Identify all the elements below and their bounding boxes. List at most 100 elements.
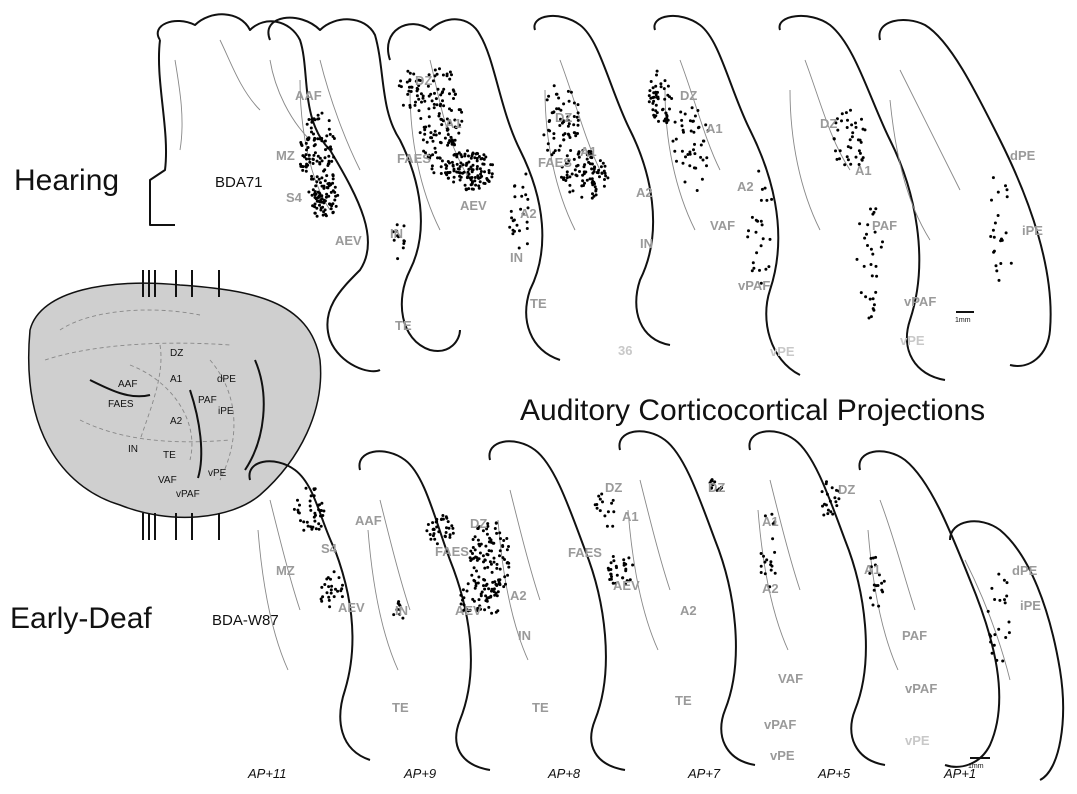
labeled-neuron-dot xyxy=(432,79,435,82)
labeled-neuron-dot xyxy=(697,126,700,129)
labeled-neuron-dot xyxy=(554,149,557,152)
labeled-neuron-dot xyxy=(324,140,327,143)
labeled-neuron-dot xyxy=(436,156,439,159)
labeled-neuron-dot xyxy=(416,88,419,91)
labeled-neuron-dot xyxy=(769,238,772,241)
labeled-neuron-dot xyxy=(548,120,551,123)
labeled-neuron-dot xyxy=(324,156,327,159)
h-s3-te: TE xyxy=(530,296,547,311)
labeled-neuron-dot xyxy=(320,600,323,603)
labeled-neuron-dot xyxy=(445,167,448,170)
labeled-neuron-dot xyxy=(673,150,676,153)
labeled-neuron-dot xyxy=(513,195,516,198)
labeled-neuron-dot xyxy=(317,155,320,158)
labeled-neuron-dot xyxy=(448,536,451,539)
labeled-neuron-dot xyxy=(679,111,682,114)
labeled-neuron-dot xyxy=(825,480,828,483)
labeled-neuron-dot xyxy=(490,541,493,544)
labeled-neuron-dot xyxy=(854,122,857,125)
ap-label-5: AP+5 xyxy=(817,766,851,781)
labeled-neuron-dot xyxy=(599,509,602,512)
labeled-neuron-dot xyxy=(656,70,659,73)
h-s4-a2: A2 xyxy=(737,179,754,194)
labeled-neuron-dot xyxy=(458,168,461,171)
labeled-neuron-dot xyxy=(470,166,473,169)
labeled-neuron-dot xyxy=(847,158,850,161)
labeled-neuron-dot xyxy=(486,566,489,569)
labeled-neuron-dot xyxy=(493,594,496,597)
labeled-neuron-dot xyxy=(328,184,331,187)
labeled-neuron-dot xyxy=(418,109,421,112)
labeled-neuron-dot xyxy=(460,111,463,114)
labeled-neuron-dot xyxy=(871,274,874,277)
labeled-neuron-dot xyxy=(314,212,317,215)
labeled-neuron-dot xyxy=(482,554,485,557)
labeled-neuron-dot xyxy=(601,172,604,175)
labeled-neuron-dot xyxy=(474,556,477,559)
labeled-neuron-dot xyxy=(659,82,662,85)
labeled-neuron-dot xyxy=(440,118,443,121)
d-s4-a2: A2 xyxy=(762,581,779,596)
labeled-neuron-dot xyxy=(859,139,862,142)
labeled-neuron-dot xyxy=(319,509,322,512)
labeled-neuron-dot xyxy=(591,163,594,166)
labeled-neuron-dot xyxy=(419,117,422,120)
labeled-neuron-dot xyxy=(302,529,305,532)
labeled-neuron-dot xyxy=(993,598,996,601)
labeled-neuron-dot xyxy=(751,216,754,219)
labeled-neuron-dot xyxy=(875,275,878,278)
labeled-neuron-dot xyxy=(317,522,320,525)
labeled-neuron-dot xyxy=(666,94,669,97)
labeled-neuron-dot xyxy=(520,195,523,198)
labeled-neuron-dot xyxy=(769,560,772,563)
labeled-neuron-dot xyxy=(484,599,487,602)
labeled-neuron-dot xyxy=(483,588,486,591)
labeled-neuron-dot xyxy=(438,67,441,70)
labeled-neuron-dot xyxy=(299,163,302,166)
labeled-neuron-dot xyxy=(684,113,687,116)
labeled-neuron-dot xyxy=(667,85,670,88)
labeled-neuron-dot xyxy=(599,159,602,162)
labeled-neuron-dot xyxy=(305,158,308,161)
labeled-neuron-dot xyxy=(310,131,313,134)
labeled-neuron-dot xyxy=(1006,195,1009,198)
h-s4-dz: DZ xyxy=(680,88,697,103)
labeled-neuron-dot xyxy=(771,565,774,568)
labeled-neuron-dot xyxy=(396,257,399,260)
labeled-neuron-dot xyxy=(869,596,872,599)
labeled-neuron-dot xyxy=(607,510,610,513)
labeled-neuron-dot xyxy=(333,199,336,202)
labeled-neuron-dot xyxy=(307,525,310,528)
labeled-neuron-dot xyxy=(467,582,470,585)
labeled-neuron-dot xyxy=(606,176,609,179)
labeled-neuron-dot xyxy=(995,659,998,662)
labeled-neuron-dot xyxy=(870,315,873,318)
labeled-neuron-dot xyxy=(439,157,442,160)
labeled-neuron-dot xyxy=(454,93,457,96)
labeled-neuron-dot xyxy=(448,92,451,95)
labeled-neuron-dot xyxy=(660,85,663,88)
labeled-neuron-dot xyxy=(482,584,485,587)
labeled-neuron-dot xyxy=(665,117,668,120)
labeled-neuron-dot xyxy=(770,569,773,572)
labeled-neuron-dot xyxy=(755,219,758,222)
labeled-neuron-dot xyxy=(762,237,765,240)
labeled-neuron-dot xyxy=(558,149,561,152)
h-s6-ipe: iPE xyxy=(1022,223,1043,238)
labeled-neuron-dot xyxy=(829,500,832,503)
labeled-neuron-dot xyxy=(502,585,505,588)
labeled-neuron-dot xyxy=(670,97,673,100)
labeled-neuron-dot xyxy=(429,93,432,96)
labeled-neuron-dot xyxy=(448,78,451,81)
labeled-neuron-dot xyxy=(435,97,438,100)
labeled-neuron-dot xyxy=(1003,579,1006,582)
labeled-neuron-dot xyxy=(336,194,339,197)
labeled-neuron-dot xyxy=(446,73,449,76)
scale-bar-hearing: 1mm xyxy=(955,312,974,324)
labeled-neuron-dot xyxy=(483,567,486,570)
labeled-neuron-dot xyxy=(767,265,770,268)
labeled-neuron-dot xyxy=(513,219,516,222)
labeled-neuron-dot xyxy=(431,521,434,524)
labeled-neuron-dot xyxy=(681,150,684,153)
labeled-neuron-dot xyxy=(506,548,509,551)
